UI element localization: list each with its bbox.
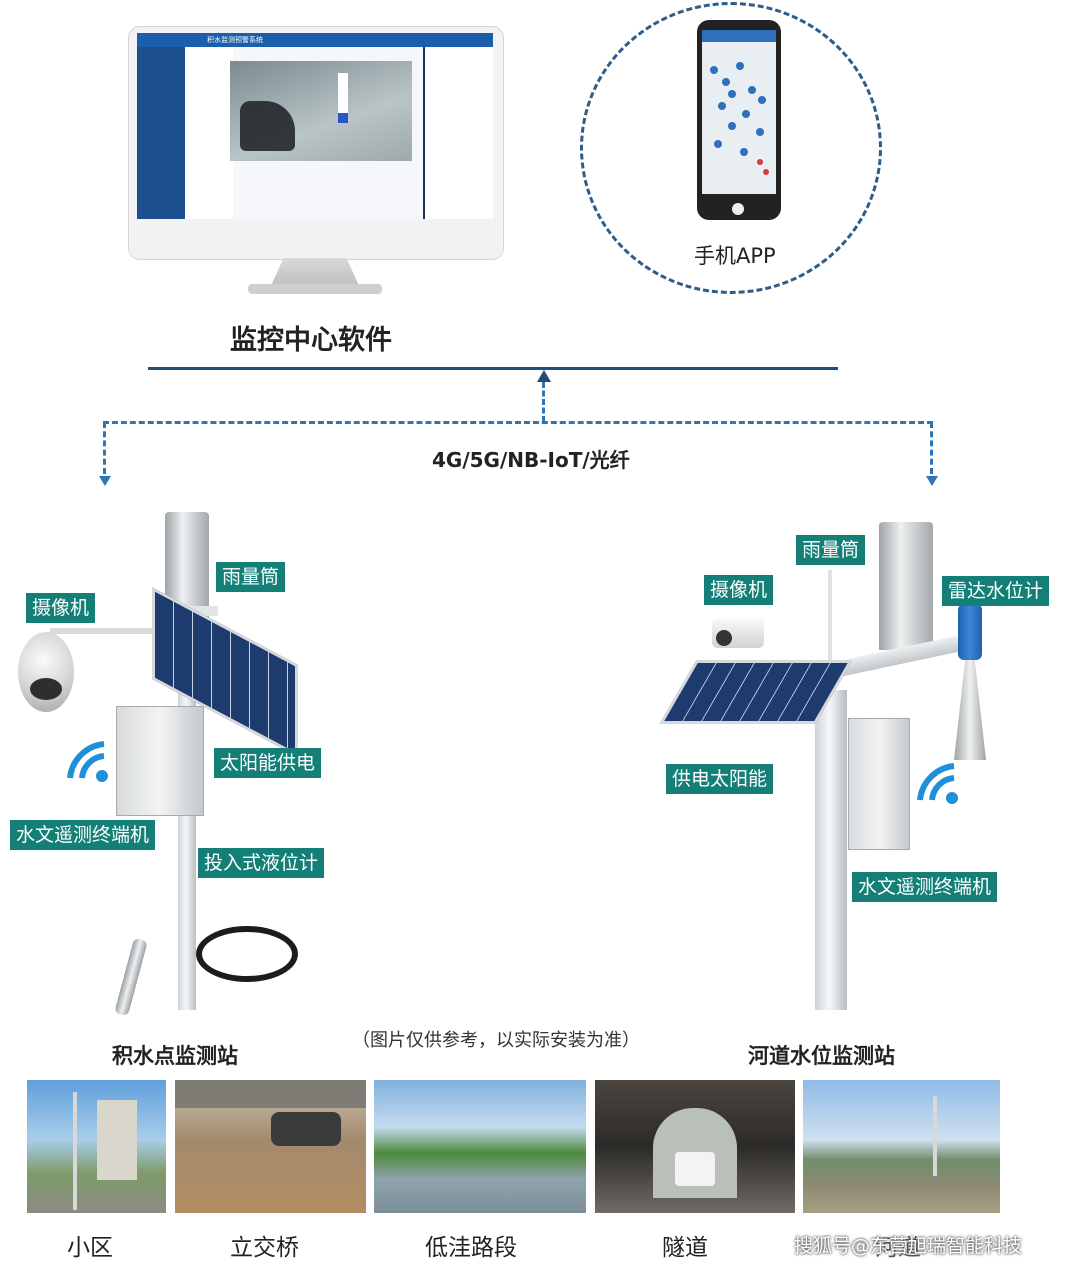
left-level-probe (114, 937, 148, 1017)
right-terminal-box (848, 718, 910, 850)
right-radar-horn (954, 660, 986, 760)
screen-station-list (185, 47, 233, 219)
right-camera-lens (716, 630, 732, 646)
photo-tunnel (595, 1080, 795, 1213)
label-left-terminal: 水文遥测终端机 (10, 820, 156, 850)
app-label: 手机APP (694, 244, 776, 268)
photo-river (803, 1080, 1000, 1213)
river-pole-shape (933, 1096, 937, 1176)
scene-label-community: 小区 (67, 1235, 113, 1261)
left-camera-dome (18, 632, 74, 712)
label-right-radar: 雷达水位计 (942, 576, 1050, 606)
suv-shape (271, 1112, 341, 1146)
scene-label-tunnel: 隧道 (662, 1235, 708, 1261)
screen-sidebar (137, 47, 185, 219)
video-feed (230, 61, 412, 161)
label-left-camera: 摄像机 (26, 593, 96, 623)
left-wifi-icon (64, 738, 112, 786)
right-pole (815, 690, 847, 1010)
building-shape (97, 1100, 137, 1180)
arrow-up-icon (537, 370, 551, 382)
phone-home-button (732, 203, 744, 215)
left-probe-cable (196, 926, 298, 982)
label-right-terminal: 水文遥测终端机 (852, 872, 998, 902)
center-bus-line (148, 367, 838, 370)
label-right-solar: 供电太阳能 (666, 764, 774, 794)
left-camera-arm (50, 628, 180, 634)
station-pole-shape (73, 1092, 77, 1210)
right-rain-gauge (879, 522, 933, 650)
level-post-icon (338, 73, 348, 123)
right-wifi-icon (914, 760, 962, 808)
watermark: 搜狐号@东营旭瑞智能科技 (794, 1235, 1023, 1257)
monitor-illustration: 积水监测预警系统 (128, 26, 504, 260)
phone-map-display (702, 30, 776, 194)
label-left-rain-gauge: 雨量筒 (216, 562, 286, 592)
scene-label-lowland: 低洼路段 (425, 1235, 517, 1261)
overpass-shape (175, 1080, 366, 1108)
arrow-down-right-icon (926, 476, 938, 486)
network-dash-line (103, 421, 933, 424)
screen-right-panel (425, 47, 493, 219)
network-label: 4G/5G/NB-IoT/光纤 (432, 448, 630, 472)
label-right-camera: 摄像机 (704, 575, 774, 605)
right-antenna (828, 570, 832, 690)
phone-illustration (697, 20, 781, 220)
map-markers-icon (702, 30, 776, 175)
label-right-rain-gauge: 雨量筒 (796, 535, 866, 565)
disclaimer-note: （图片仅供参考，以实际安装为准） (352, 1030, 640, 1051)
monitor-base (248, 284, 382, 294)
right-drop-dash (930, 422, 933, 474)
uplink-dash (542, 382, 545, 422)
photo-community (27, 1080, 166, 1213)
screen-header: 积水监测预警系统 (137, 33, 493, 47)
label-left-solar: 太阳能供电 (214, 748, 322, 778)
left-terminal-box (116, 706, 204, 816)
left-camera-lens (30, 678, 62, 700)
app-circle (580, 2, 882, 294)
right-station-title: 河道水位监测站 (748, 1044, 895, 1068)
truck-shape (675, 1152, 715, 1186)
right-radar-head (958, 604, 982, 660)
car-icon (240, 101, 295, 151)
left-station-title: 积水点监测站 (112, 1044, 238, 1068)
scene-label-river: 河道 (875, 1235, 921, 1261)
label-left-level-sensor: 投入式液位计 (198, 848, 325, 878)
monitor-stand (270, 258, 360, 288)
photo-overpass (175, 1080, 366, 1213)
scene-label-overpass: 立交桥 (230, 1235, 299, 1261)
arrow-down-left-icon (99, 476, 111, 486)
photo-lowland-road (374, 1080, 586, 1213)
left-drop-dash (103, 422, 106, 474)
center-title: 监控中心软件 (230, 325, 392, 356)
